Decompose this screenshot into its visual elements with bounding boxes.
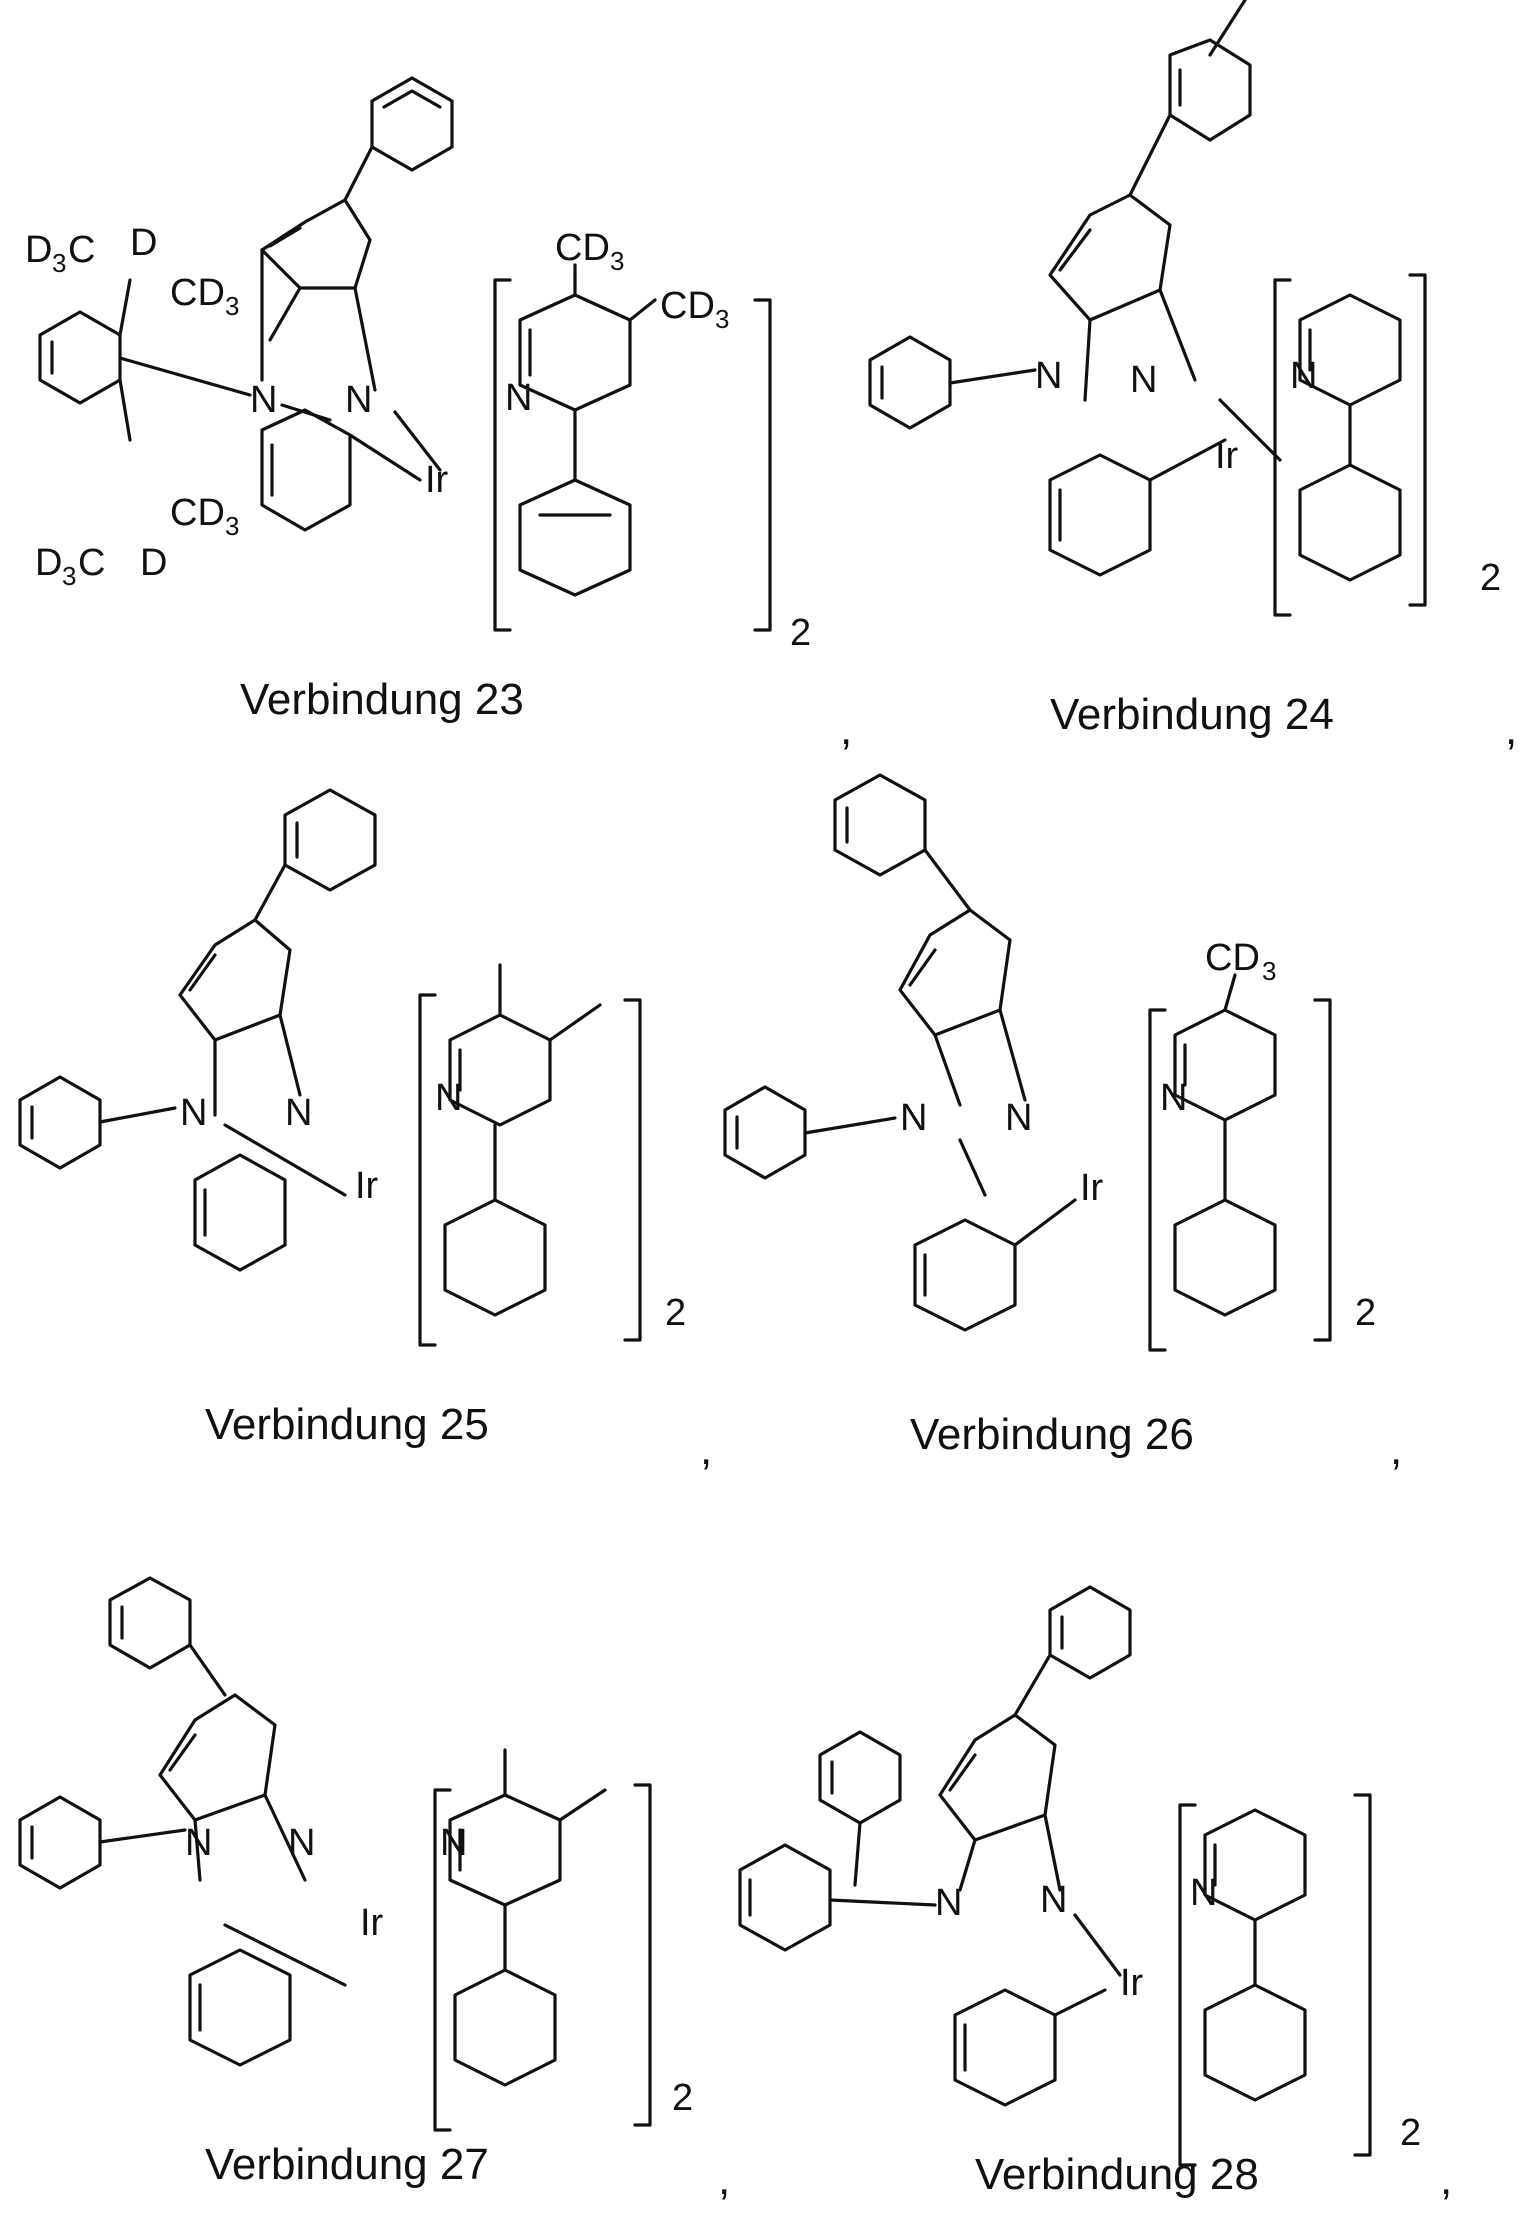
cd3-23d: CD — [170, 492, 225, 534]
ir-atom-26: Ir — [1080, 1167, 1104, 1209]
compound-27-structure — [20, 1578, 650, 2130]
d3c-23b: D — [35, 542, 62, 584]
n-atom-27c: N — [440, 1822, 467, 1864]
svg-text:3: 3 — [52, 248, 66, 278]
svg-text:C: C — [78, 542, 105, 584]
ir-atom-28: Ir — [1120, 1962, 1144, 2004]
n-atom-25c: N — [435, 1077, 462, 1119]
atom-labels: N N Ir N CD 3 CD 3 D 3 C D CD 3 CD 3 D 3… — [25, 222, 1317, 2004]
n-atom-26b: N — [1005, 1097, 1032, 1139]
svg-text:C: C — [68, 229, 95, 271]
n-atom-26a: N — [900, 1097, 927, 1139]
ir-atom-24: Ir — [1215, 435, 1239, 477]
cd3-23a: CD — [555, 227, 610, 269]
multiplier-27: 2 — [672, 2077, 693, 2119]
n-atom-25a: N — [180, 1092, 207, 1134]
d-atom-23a: D — [130, 222, 157, 264]
ir-atom-23: Ir — [425, 459, 449, 501]
caption-verbindung-23: Verbindung 23 — [240, 675, 524, 725]
d3c-23a: D — [25, 229, 52, 271]
n-atom-23c: N — [505, 377, 532, 419]
ir-atom-27: Ir — [360, 1902, 384, 1944]
cd3-23c: CD — [170, 272, 225, 314]
n-atom-23a: N — [250, 379, 277, 421]
separator-comma: , — [1440, 2155, 1452, 2205]
multiplier-26: 2 — [1355, 1292, 1376, 1334]
svg-text:3: 3 — [225, 511, 239, 541]
ir-atom-25: Ir — [355, 1165, 379, 1207]
caption-verbindung-24: Verbindung 24 — [1050, 690, 1334, 740]
compound-26-structure — [725, 775, 1330, 1350]
separator-comma: , — [700, 1425, 712, 1475]
svg-text:3: 3 — [225, 291, 239, 321]
n-atom-23b: N — [345, 379, 372, 421]
n-atom-24b: N — [1130, 359, 1157, 401]
multiplier-28: 2 — [1400, 2112, 1421, 2154]
separator-comma: , — [1505, 705, 1517, 755]
svg-text:3: 3 — [62, 561, 76, 591]
multiplier-24: 2 — [1480, 557, 1501, 599]
caption-verbindung-28: Verbindung 28 — [975, 2150, 1259, 2200]
caption-verbindung-27: Verbindung 27 — [205, 2140, 489, 2190]
n-atom-24a: N — [1035, 355, 1062, 397]
n-atom-27b: N — [288, 1822, 315, 1864]
d-atom-23b: D — [140, 542, 167, 584]
cd3-23b: CD — [660, 285, 715, 327]
caption-verbindung-25: Verbindung 25 — [205, 1400, 489, 1450]
multiplier-25: 2 — [665, 1292, 686, 1334]
compound-25-structure — [20, 790, 640, 1345]
multiplier-23: 2 — [790, 612, 811, 654]
n-atom-26c: N — [1160, 1077, 1187, 1119]
svg-text:3: 3 — [715, 304, 729, 334]
n-atom-25b: N — [285, 1092, 312, 1134]
separator-comma: , — [1390, 1425, 1402, 1475]
n-atom-28a: N — [935, 1882, 962, 1924]
compound-24-structure — [870, 0, 1425, 615]
svg-text:3: 3 — [1262, 956, 1276, 986]
separator-comma: , — [840, 705, 852, 755]
n-atom-24c: N — [1290, 355, 1317, 397]
separator-comma: , — [718, 2155, 730, 2205]
multipliers: 2 2 2 2 2 2 — [665, 557, 1501, 2154]
compound-28-structure — [740, 1587, 1370, 2165]
n-atom-27a: N — [185, 1822, 212, 1864]
svg-text:3: 3 — [610, 246, 624, 276]
caption-verbindung-26: Verbindung 26 — [910, 1410, 1194, 1460]
cd3-26: CD — [1205, 937, 1260, 979]
n-atom-28c: N — [1190, 1872, 1217, 1914]
n-atom-28b: N — [1040, 1879, 1067, 1921]
